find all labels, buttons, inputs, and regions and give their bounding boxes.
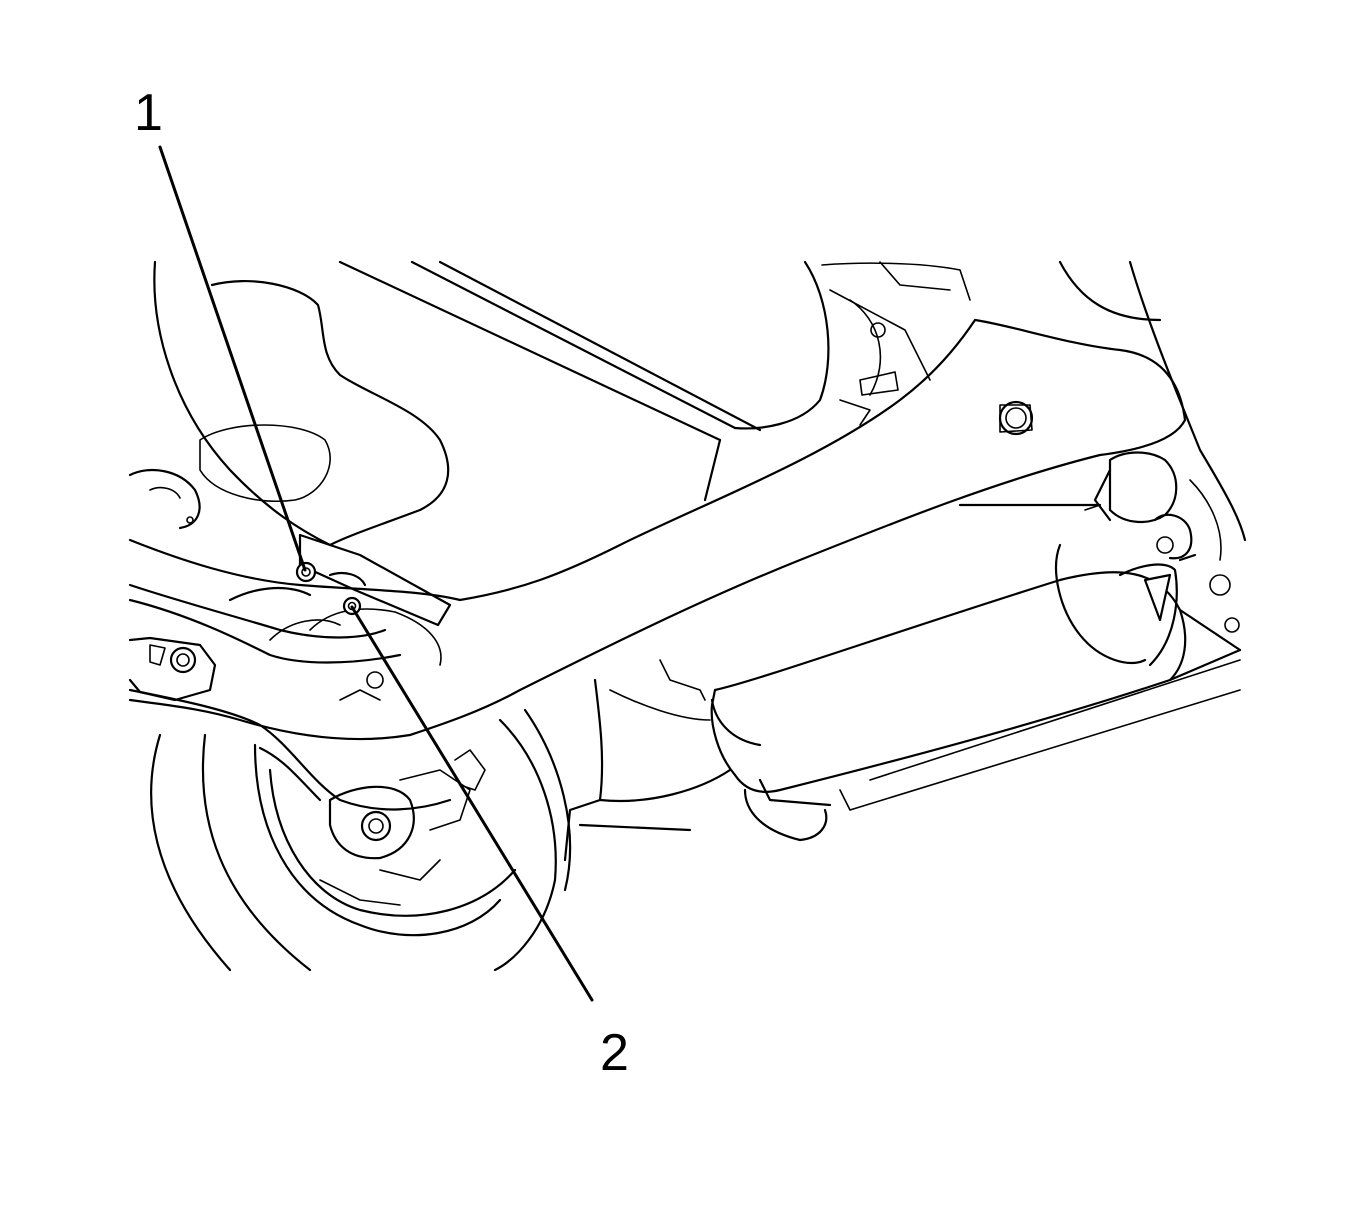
right-bushing: [958, 260, 1247, 682]
left-fender-area: [128, 468, 387, 639]
left-mount-bracket: [128, 636, 217, 702]
wheel-well: [733, 260, 971, 430]
callout-2: 2: [600, 1024, 629, 1082]
fastener-2: [328, 571, 367, 616]
underbody-center: [563, 659, 732, 862]
fastener-1: [295, 533, 452, 627]
brake-assembly: [319, 749, 486, 906]
leader-line-2: [350, 605, 594, 1002]
exhaust-muffler: [710, 571, 1241, 842]
rear-wheel: [150, 608, 572, 972]
floor-pan: [153, 260, 762, 547]
leader-line-1: [158, 145, 307, 572]
rear-axle-beam: [128, 318, 1187, 741]
trailing-arm: [128, 688, 452, 860]
callout-1: 1: [134, 84, 163, 142]
